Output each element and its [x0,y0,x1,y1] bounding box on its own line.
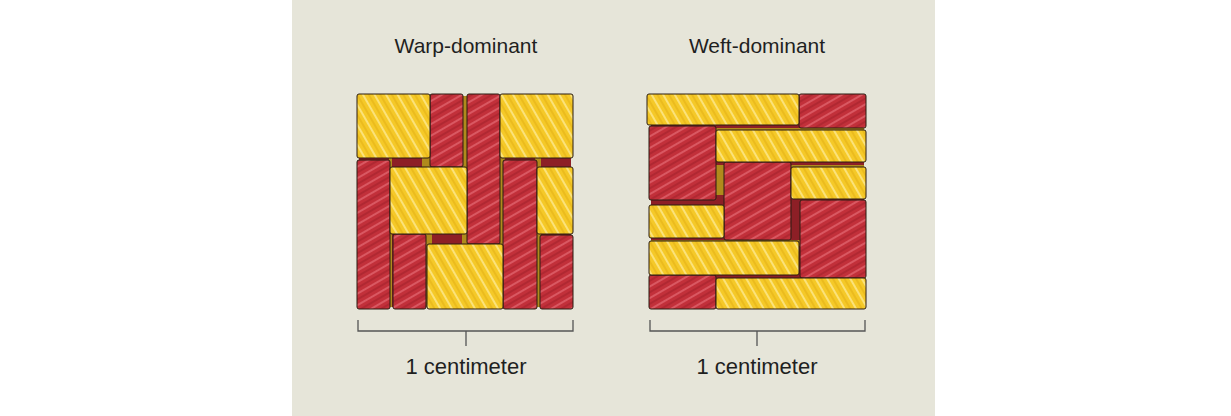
panel-title: Weft-dominant [689,33,825,58]
panel-title: Warp-dominant [395,33,538,58]
panel [292,0,935,416]
warp-dominant-weave [357,94,573,309]
dimension-bracket [358,320,573,346]
weft-dominant-weave [647,94,866,309]
dimension-label: 1 centimeter [696,354,817,380]
dimension-bracket [650,320,865,346]
dimension-label: 1 centimeter [405,354,526,380]
